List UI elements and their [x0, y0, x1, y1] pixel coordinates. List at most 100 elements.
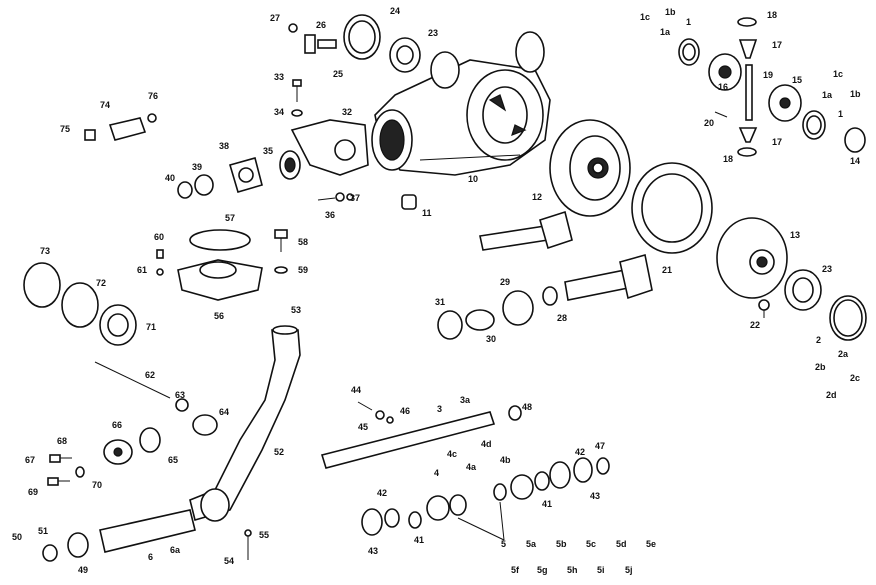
label-46: 46	[400, 406, 410, 416]
label-63: 63	[175, 390, 185, 400]
label-24: 24	[390, 6, 400, 16]
label-42-right: 42	[575, 447, 585, 457]
bolt-54-55	[244, 529, 252, 560]
label-49: 49	[78, 565, 88, 575]
label-4d: 4d	[481, 439, 492, 449]
part-11	[401, 194, 417, 210]
label-2b: 2b	[815, 362, 826, 372]
label-55: 55	[259, 530, 269, 540]
label-61: 61	[137, 265, 147, 275]
ring-2	[829, 295, 867, 341]
label-41-left: 41	[414, 535, 424, 545]
label-76: 76	[148, 91, 158, 101]
label-14: 14	[850, 156, 860, 166]
label-27: 27	[270, 13, 280, 23]
label-18-bottom: 18	[723, 154, 733, 164]
label-5a: 5a	[526, 539, 537, 549]
label-15: 15	[792, 75, 802, 85]
label-60: 60	[154, 232, 164, 242]
label-30: 30	[486, 334, 496, 344]
parts-74-75-76	[84, 113, 157, 141]
bolt-36-37	[317, 192, 354, 202]
label-1c-right: 1c	[833, 69, 843, 79]
label-59: 59	[298, 265, 308, 275]
label-5g: 5g	[537, 565, 548, 575]
label-2c: 2c	[850, 373, 860, 383]
label-26: 26	[316, 20, 326, 30]
label-22: 22	[750, 320, 760, 330]
label-47: 47	[595, 441, 605, 451]
trailing-arm-52	[189, 325, 301, 522]
label-2d: 2d	[826, 390, 837, 400]
label-23-top: 23	[428, 28, 438, 38]
diff-small-parts	[678, 17, 866, 157]
label-58: 58	[298, 237, 308, 247]
part-labels: 1 1a 1b 1c 1 1a 1b 1c 2 2a 2b 2c 2d 3 3a…	[12, 6, 861, 575]
label-53: 53	[291, 305, 301, 315]
label-1-right: 1	[838, 109, 843, 119]
label-2a: 2a	[838, 349, 849, 359]
parts-25-26-27	[288, 23, 337, 54]
label-51: 51	[38, 526, 48, 536]
label-5j: 5j	[625, 565, 633, 575]
label-5b: 5b	[556, 539, 567, 549]
label-5c: 5c	[586, 539, 596, 549]
label-67: 67	[25, 455, 35, 465]
label-52: 52	[274, 447, 284, 457]
mount-56-57	[156, 229, 263, 301]
bolt-22	[758, 299, 770, 318]
label-3a: 3a	[460, 395, 471, 405]
label-72: 72	[96, 278, 106, 288]
label-36: 36	[325, 210, 335, 220]
label-54: 54	[224, 556, 234, 566]
label-50: 50	[12, 532, 22, 542]
axle-tube-6	[42, 509, 196, 562]
bearing-23-right	[784, 269, 822, 311]
label-21: 21	[662, 265, 672, 275]
label-44: 44	[351, 385, 361, 395]
pinion-shaft-upper	[479, 210, 573, 251]
label-65: 65	[168, 455, 178, 465]
label-2: 2	[816, 335, 821, 345]
label-68: 68	[57, 436, 67, 446]
label-1c-top: 1c	[640, 12, 650, 22]
label-6a: 6a	[170, 545, 181, 555]
label-71: 71	[146, 322, 156, 332]
label-43-left: 43	[368, 546, 378, 556]
flange-38-39-40	[177, 157, 263, 199]
label-19: 19	[763, 70, 773, 80]
label-3: 3	[437, 404, 442, 414]
label-73: 73	[40, 246, 50, 256]
parts-65-66	[103, 427, 161, 465]
bushings-71-72-73	[23, 262, 137, 346]
label-17-top: 17	[772, 40, 782, 50]
label-1a-top: 1a	[660, 27, 671, 37]
label-31: 31	[435, 297, 445, 307]
label-17-bottom: 17	[772, 137, 782, 147]
label-25: 25	[333, 69, 343, 79]
label-70: 70	[92, 480, 102, 490]
label-13: 13	[790, 230, 800, 240]
label-20: 20	[704, 118, 714, 128]
label-1-top: 1	[686, 17, 691, 27]
differential-housing	[371, 31, 551, 176]
label-56: 56	[214, 311, 224, 321]
label-62: 62	[145, 370, 155, 380]
label-40: 40	[165, 173, 175, 183]
label-74: 74	[100, 100, 110, 110]
label-75: 75	[60, 124, 70, 134]
shaft-3	[320, 405, 522, 469]
label-4c: 4c	[447, 449, 457, 459]
label-69: 69	[28, 487, 38, 497]
label-5d: 5d	[616, 539, 627, 549]
bolt-44-46	[357, 401, 394, 424]
label-5h: 5h	[567, 565, 578, 575]
leader-lines	[457, 501, 505, 541]
label-66: 66	[112, 420, 122, 430]
label-35: 35	[263, 146, 273, 156]
bearings-28-31	[437, 286, 558, 340]
label-33: 33	[274, 72, 284, 82]
label-64: 64	[219, 407, 229, 417]
label-1b-top: 1b	[665, 7, 676, 17]
